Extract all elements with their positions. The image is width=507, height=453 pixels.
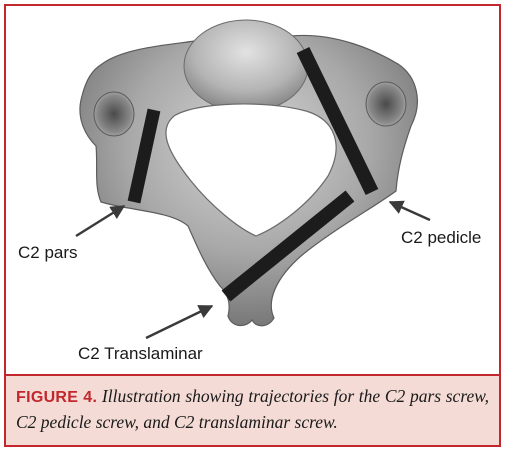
pars-label: C2 pars [18,243,78,263]
vertebral-body [184,20,308,112]
c2-vertebra-drawing [6,6,499,374]
figure-caption: FIGURE 4. Illustration showing trajector… [6,374,499,445]
caption-figure-label: FIGURE 4. [16,389,97,406]
translaminar-label: C2 Translaminar [78,344,203,364]
pars-arrow [76,206,124,236]
caption-paragraph: FIGURE 4. Illustration showing trajector… [16,384,489,435]
right-facet [366,82,406,126]
left-facet [94,92,134,136]
translaminar-arrow [146,306,212,338]
figure-frame: C2 pars C2 pedicle C2 Translaminar FIGUR… [4,4,501,447]
pedicle-label: C2 pedicle [401,228,481,248]
pedicle-arrow [390,202,430,220]
vertebra-illustration [6,6,499,374]
